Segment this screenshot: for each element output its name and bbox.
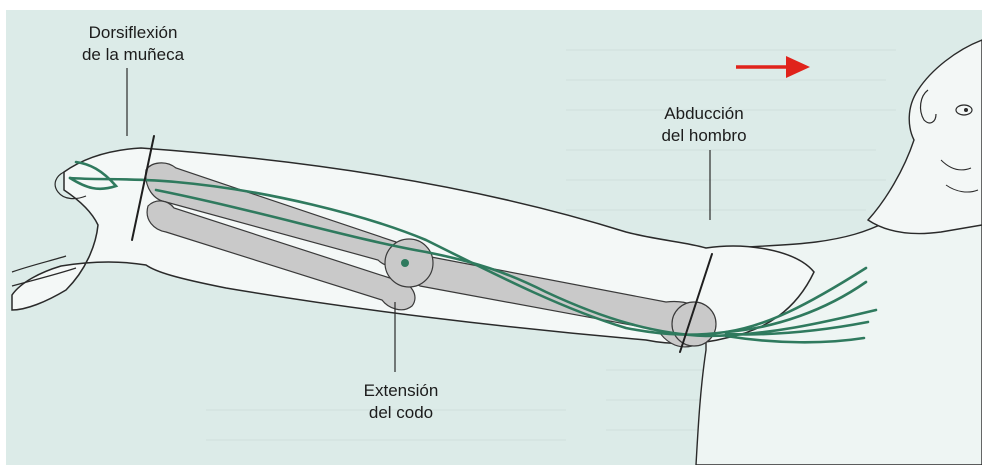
- elbow-label-line2: del codo: [336, 402, 466, 424]
- elbow-label-line1: Extensión: [336, 380, 466, 402]
- eye-pupil: [964, 108, 968, 112]
- shoulder-label-line2: del hombro: [634, 125, 774, 147]
- red-arrow-icon: [736, 56, 810, 78]
- elbow-axis-dot: [401, 259, 409, 267]
- head-outline: [868, 40, 982, 234]
- wrist-label-line2: de la muñeca: [58, 44, 208, 66]
- elbow-extension-label: Extensión del codo: [336, 380, 466, 424]
- wrist-label-line1: Dorsiflexión: [58, 22, 208, 44]
- wrist-dorsiflexion-label: Dorsiflexión de la muñeca: [58, 22, 208, 66]
- shoulder-abduction-label: Abducción del hombro: [634, 103, 774, 147]
- illustration-panel: Dorsiflexión de la muñeca Abducción del …: [6, 10, 982, 465]
- arm-nerve-illustration: [6, 10, 982, 465]
- shoulder-label-line1: Abducción: [634, 103, 774, 125]
